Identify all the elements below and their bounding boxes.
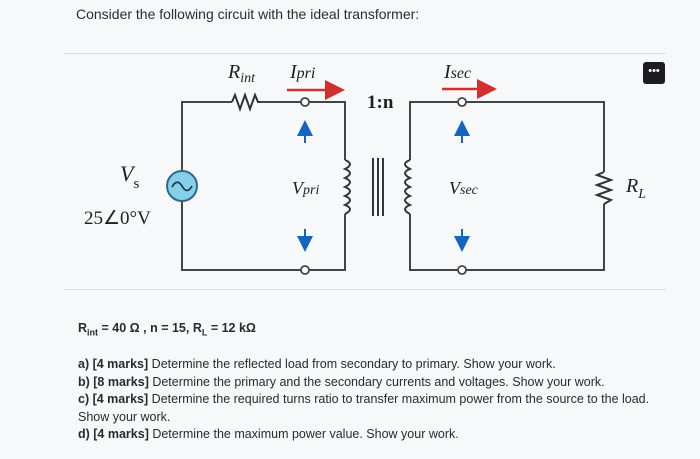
question-d: d) [4 marks] Determine the maximum power… <box>78 427 459 442</box>
question-a: a) [4 marks] Determine the reflected loa… <box>78 357 556 371</box>
ac-source-icon <box>166 170 198 202</box>
bottom-divider <box>64 289 666 290</box>
problem-intro: Consider the following circuit with the … <box>76 6 420 22</box>
wire-to-load-top <box>466 101 605 172</box>
vpri-label: Vpri <box>292 178 319 198</box>
secondary-bottom-terminal <box>457 265 467 275</box>
given-values: Rint = 40 Ω , n = 15, RL = 12 kΩ <box>78 321 256 338</box>
ipri-label: Ipri <box>289 61 315 83</box>
secondary-top-terminal <box>457 97 467 107</box>
question-b: b) [8 marks] Determine the primary and t… <box>78 374 605 389</box>
isec-label: Isec <box>443 61 471 83</box>
wire-pri-bottom <box>309 214 346 271</box>
question-c: c) [4 marks] Determine the required turn… <box>78 392 650 424</box>
wire-bottom-left <box>181 200 301 271</box>
rl-label: RL <box>625 175 646 202</box>
source-value: 25∠0°V <box>84 208 151 229</box>
wire-top-left <box>181 101 232 172</box>
question-list: a) [4 marks] Determine the reflected loa… <box>78 356 668 444</box>
wire-pri-top <box>309 101 346 160</box>
vs-label: Vs <box>120 161 139 192</box>
wire-to-load-bottom <box>466 204 605 271</box>
transformer-icon <box>342 158 413 216</box>
rint-label: Rint <box>227 61 256 86</box>
primary-bottom-terminal <box>300 265 310 275</box>
ellipsis-icon: ••• <box>648 65 660 77</box>
internal-resistor <box>231 92 260 112</box>
wire-sec-top <box>409 101 458 160</box>
load-resistor <box>594 171 614 205</box>
vsec-label: Vsec <box>449 178 479 198</box>
more-options-button[interactable]: ••• <box>643 62 665 84</box>
turns-ratio: 1:n <box>367 92 394 113</box>
wire-sec-bottom <box>409 214 458 271</box>
primary-top-terminal <box>300 97 310 107</box>
top-divider <box>64 53 666 54</box>
